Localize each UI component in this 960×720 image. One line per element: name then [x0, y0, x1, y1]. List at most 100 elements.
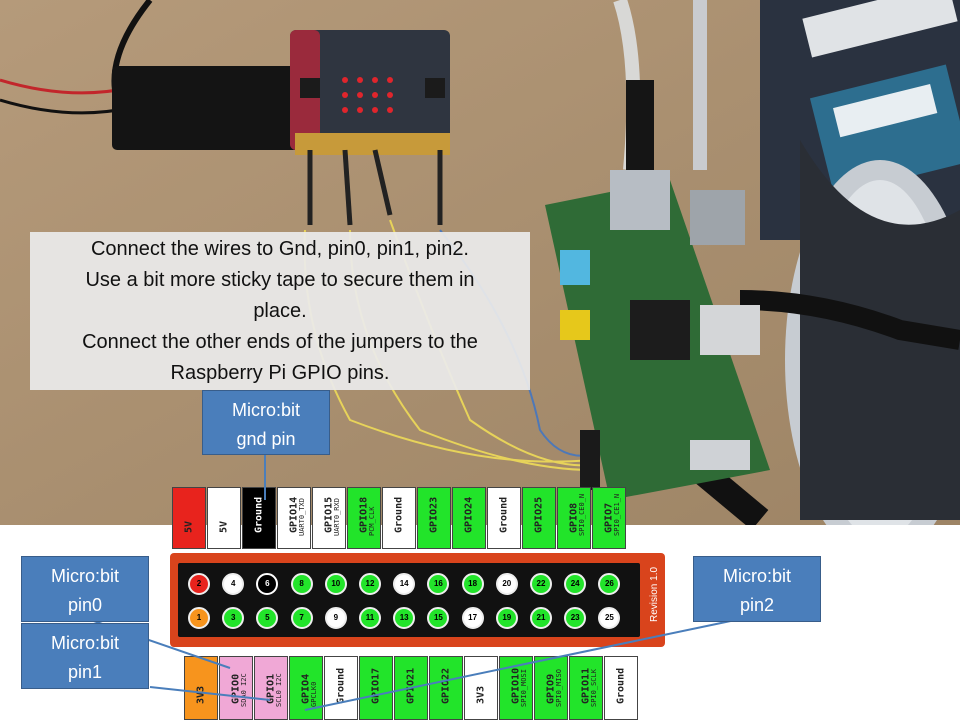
top-label-6: Ground [382, 487, 416, 549]
top-pin-22: 22 [530, 573, 552, 595]
bottom-label-7: GPIO22 [429, 656, 463, 720]
revision-label: Revision 1.0 [649, 566, 660, 622]
bottom-pin-15: 15 [427, 607, 450, 629]
top-label-1: 5V [207, 487, 241, 549]
callout-gnd-line1: Micro:bit [231, 400, 300, 420]
top-pin-12: 12 [359, 573, 381, 595]
top-label-text: GPIO24 [463, 496, 475, 533]
top-label-subtext: SPI0_CE1_N [613, 493, 621, 536]
bottom-label-4: Ground [324, 656, 358, 720]
bottom-pin-9: 9 [324, 607, 347, 629]
bottom-label-subtext: GPCLK0 [310, 681, 318, 707]
callout-pin1-line1: Micro:bit [50, 633, 119, 653]
bottom-label-subtext: SPI0_MISO [555, 669, 563, 707]
top-label-text: 5V [183, 520, 195, 533]
bottom-pin-21: 21 [530, 607, 552, 629]
top-label-text: Ground [253, 496, 265, 533]
bottom-label-12: Ground [604, 656, 638, 720]
bottom-pin-5: 5 [256, 607, 279, 629]
callout-pin0: Micro:bit pin0 [21, 556, 149, 622]
top-pin-18: 18 [461, 573, 484, 595]
top-pin-8: 8 [290, 573, 313, 595]
callout-gnd-line2: gnd pin [236, 429, 296, 449]
top-label-subtext: PCM_CLK [368, 506, 376, 536]
top-pin-16: 16 [427, 573, 450, 595]
top-label-2: Ground [242, 487, 276, 549]
caption-line-2: Use a bit more sticky tape to secure the… [85, 269, 475, 291]
top-label-7: GPIO23 [417, 487, 451, 549]
top-pin-24: 24 [564, 573, 587, 595]
callout-pin2: Micro:bit pin2 [693, 556, 821, 622]
top-label-10: GPIO25 [522, 487, 556, 549]
top-label-text: GPIO25 [533, 496, 545, 533]
caption-line-1: Connect the wires to Gnd, pin0, pin1, pi… [90, 238, 469, 260]
battery-box [112, 66, 307, 150]
callout-pin0-line2: pin0 [67, 595, 103, 615]
top-label-text: 5V [218, 520, 230, 533]
microbit-board [290, 30, 450, 150]
callout-pin2-line2: pin2 [739, 595, 775, 615]
top-label-subtext: UART0_RXD [333, 498, 341, 536]
bottom-label-text: GPIO17 [370, 667, 382, 704]
caption-line-3: place. [253, 300, 307, 322]
top-pin-14: 14 [393, 573, 416, 595]
bottom-label-text: GPIO22 [440, 667, 452, 704]
top-label-9: Ground [487, 487, 521, 549]
top-label-text: Ground [498, 496, 510, 533]
top-label-subtext: SPI0_CE0_N [578, 493, 586, 536]
bottom-pin-13: 13 [393, 607, 416, 629]
bottom-pin-19: 19 [495, 607, 518, 629]
caption-line-4: Connect the other ends of the jumpers to… [82, 331, 478, 353]
top-pin-2: 2 [188, 573, 210, 595]
top-pin-26: 26 [598, 573, 621, 595]
bottom-label-text: Ground [615, 667, 627, 704]
bottom-pin-17: 17 [461, 607, 484, 629]
bottom-label-subtext: SPI0_MOSI [520, 669, 528, 707]
bottom-label-subtext: SDA0 I2C [240, 673, 248, 707]
top-label-text: Ground [393, 496, 405, 533]
bottom-label-subtext: SCL0 I2C [275, 673, 283, 707]
bottom-pin-7: 7 [290, 607, 313, 629]
top-pin-6: 6 [256, 573, 279, 595]
callout-gnd-pin: Micro:bit gnd pin [202, 390, 330, 455]
bottom-label-6: GPIO21 [394, 656, 428, 720]
top-pin-10: 10 [324, 573, 347, 595]
bottom-label-subtext: SPI0_SCLK [590, 669, 598, 707]
callout-pin0-line1: Micro:bit [50, 566, 119, 586]
callout-pin1: Micro:bit pin1 [21, 623, 149, 689]
bottom-label-text: 3V3 [475, 685, 487, 704]
caption-line-5: Raspberry Pi GPIO pins. [170, 362, 390, 384]
hardware-photo [0, 0, 960, 525]
bottom-pin-11: 11 [359, 607, 381, 629]
top-label-8: GPIO24 [452, 487, 486, 549]
bottom-pin-1: 1 [188, 607, 210, 629]
top-label-text: GPIO23 [428, 496, 440, 533]
bottom-label-0: 3V3 [184, 656, 218, 720]
bottom-pin-3: 3 [222, 607, 245, 629]
top-pin-20: 20 [495, 573, 518, 595]
bottom-label-5: GPIO17 [359, 656, 393, 720]
bottom-pin-25: 25 [598, 607, 621, 629]
bottom-label-text: Ground [335, 667, 347, 704]
callout-pin2-line1: Micro:bit [722, 566, 791, 586]
instruction-caption: Connect the wires to Gnd, pin0, pin1, pi… [30, 232, 530, 390]
callout-pin1-line2: pin1 [67, 662, 103, 682]
bottom-label-text: 3V3 [195, 685, 207, 704]
bottom-label-text: GPIO21 [405, 667, 417, 704]
top-pin-4: 4 [222, 573, 245, 595]
top-label-0: 5V [172, 487, 206, 549]
